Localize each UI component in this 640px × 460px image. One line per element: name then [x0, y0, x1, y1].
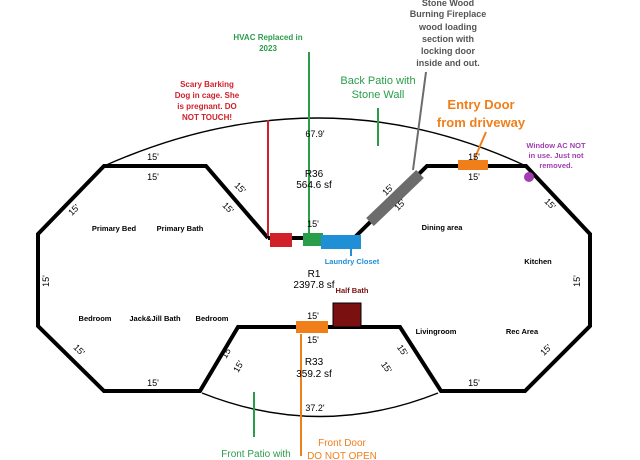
back-patio-note-2: Stone Wall: [352, 89, 405, 101]
dog-cage-marker: [270, 233, 292, 247]
laundry-closet-marker: [321, 235, 361, 249]
dim-15-a: 15': [147, 152, 159, 162]
dim-15-diag-9: 15': [231, 359, 246, 374]
room-bedroom-right: Bedroom: [196, 314, 229, 323]
room-primary-bath: Primary Bath: [157, 224, 204, 233]
fireplace-note-2: Burning Fireplace: [410, 9, 487, 19]
r33-area: 359.2 sf: [296, 369, 332, 380]
entry-door-note-1: Entry Door: [447, 97, 514, 112]
back-patio-note-1: Back Patio with: [340, 75, 415, 87]
dim-15-e: 15': [468, 152, 480, 162]
r36-name: R36: [305, 169, 324, 180]
room-jack-jill-bath: Jack&Jill Bath: [129, 314, 181, 323]
laundry-closet-label: Laundry Closet: [325, 257, 380, 266]
room-kitchen: Kitchen: [524, 257, 552, 266]
room-rec-area: Rec Area: [506, 327, 539, 336]
hvac-note-2: 2023: [259, 44, 277, 53]
dim-15-b: 15': [147, 172, 159, 182]
entry-door-note-2: from driveway: [437, 115, 526, 130]
window-ac-note-1: Window AC NOT: [526, 141, 586, 150]
dog-note-3: is pregnant. DO: [177, 102, 237, 111]
dog-note-2: Dog in cage. She: [175, 91, 240, 100]
back-patio-arc: [103, 117, 527, 167]
dim-15-diag-11: 15': [379, 360, 394, 376]
room-dining: Dining area: [422, 223, 464, 232]
dim-15-left-wall: 15': [41, 275, 51, 287]
half-bath-marker: [332, 302, 362, 328]
front-door-note-2: DO NOT OPEN: [307, 451, 377, 460]
dim-15-diag-7: 15': [71, 342, 87, 358]
dim-top-arc: 67.9': [305, 129, 325, 139]
dim-bottom-arc: 37.2': [305, 403, 325, 413]
fireplace-note-6: inside and out.: [416, 58, 480, 68]
dim-15-h: 15': [147, 378, 159, 388]
fireplace-note-4: section with: [422, 34, 474, 44]
hvac-marker: [303, 233, 323, 246]
dog-note-4: NOT TOUCH!: [182, 113, 232, 122]
fireplace-block: [366, 170, 424, 226]
window-ac-marker: [524, 172, 534, 182]
front-patio-arc: [201, 392, 439, 418]
window-ac-note-3: removed.: [539, 161, 572, 170]
dim-15-c: 15': [307, 219, 319, 229]
fireplace-note-5: locking door: [421, 46, 475, 56]
room-bedroom-left: Bedroom: [79, 314, 112, 323]
dim-15-diag-12: 15': [538, 342, 554, 358]
fireplace-note-3: wood loading: [418, 22, 477, 32]
dim-15-diag-10: 15': [395, 343, 410, 359]
dim-15-diag-2: 15': [232, 180, 248, 196]
entry-callout-line: [473, 131, 487, 161]
r36-area: 564.6 sf: [296, 180, 332, 191]
r1-name: R1: [308, 269, 321, 280]
dim-15-right-wall: 15': [572, 275, 582, 287]
dim-15-diag-3: 15': [220, 200, 236, 216]
dim-15-i: 15': [468, 378, 480, 388]
room-primary-bed: Primary Bed: [92, 224, 137, 233]
entry-door-marker: [458, 160, 488, 170]
dog-note-1: Scary Barking: [180, 80, 234, 89]
window-ac-note-2: in use. Just not: [528, 151, 584, 160]
dim-15-f: 15': [307, 311, 319, 321]
room-livingroom: Livingroom: [416, 327, 457, 336]
r33-name: R33: [305, 357, 324, 368]
front-door-note-1: Front Door: [318, 438, 366, 449]
dim-15-d: 15': [468, 172, 480, 182]
hvac-note-1: HVAC Replaced in: [233, 33, 302, 42]
fireplace-callout-line: [412, 71, 427, 171]
front-patio-label: Front Patio with: [221, 449, 290, 460]
r1-area: 2397.8 sf: [293, 280, 334, 291]
fireplace-note-1: Stone Wood: [422, 0, 474, 8]
half-bath-label: Half Bath: [336, 286, 369, 295]
front-door-marker: [296, 321, 328, 333]
dim-15-g: 15': [307, 335, 319, 345]
